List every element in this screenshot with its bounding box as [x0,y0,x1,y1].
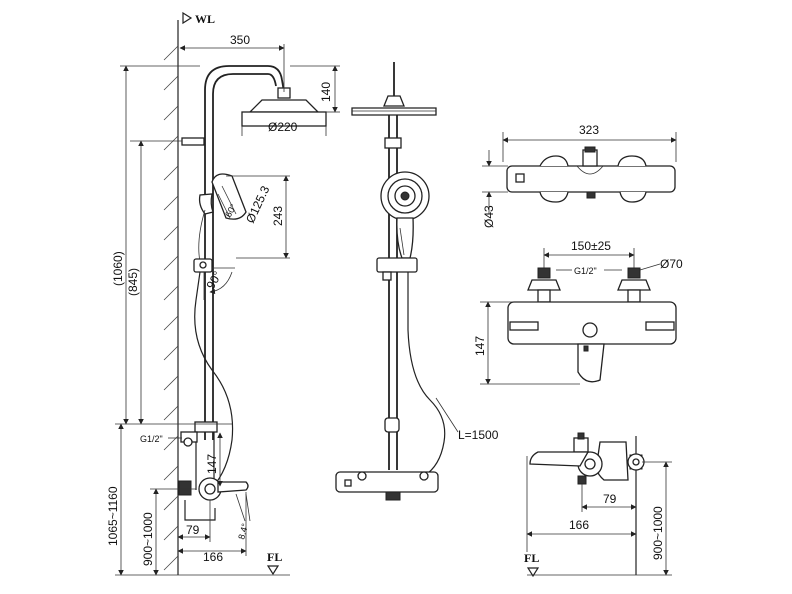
front-view: L=1500 [335,62,499,501]
dim-rail-height: (845) [126,268,140,296]
dim-hand-shower-height: 243 [271,206,285,226]
front-hose [407,272,446,477]
dim-arm-length: 350 [230,33,250,47]
floor-level-label-left: FL [267,550,282,564]
dim-wall-offset: 79 [186,523,200,537]
dim-spout-mounting-height: 900~1000 [651,506,665,560]
mixer-front-diverter [582,322,598,338]
floor-level-label-right: FL [524,551,539,565]
mixer-top-view: 323 Ø43 [482,123,677,228]
mixer-front-right-escutcheon [617,279,651,291]
front-hand-shower [380,171,430,259]
dim-mixer-to-floor: 900~1000 [141,512,155,566]
hand-shower-handle [198,209,206,263]
thermostatic-mixer-side [178,421,249,521]
dim-spout-reach: 166 [203,550,223,564]
front-thermostatic-mixer [335,471,439,501]
dim-total-height: (1060) [111,251,125,286]
dim-arm-height: 140 [319,82,333,102]
mixer-top-body [506,165,676,193]
dim-inlet-centers: 150±25 [571,239,611,253]
wall-bracket [181,137,205,146]
front-slider [376,257,418,273]
wall-level-icon [182,11,193,25]
mixer-front-spout [577,343,605,383]
wall-level-label: WL [195,12,215,26]
inlet-thread-label: G1/2" [140,434,163,444]
mixer-front-view: 150±25 G1/2" Ø70 147 [473,239,683,385]
mixer-top-right-knob [617,155,647,167]
dim-mixer-front-height: 147 [473,336,487,356]
dim-spout-angle: 8.4° [236,522,250,541]
dim-escutcheon: Ø70 [660,257,683,271]
dim-spout-side-reach: 166 [569,518,589,532]
shower-column [204,65,285,440]
dim-mixer-height: 147 [205,454,219,474]
hand-shower [198,173,247,220]
floor-level-icon-right [526,567,540,578]
dim-head-diameter: Ø220 [268,120,298,134]
dim-mixer-width: 323 [579,123,599,137]
wall-hatching [163,45,179,571]
dim-spout-wall-offset: 79 [603,492,617,506]
floor-level-icon-left [266,565,280,576]
shower-hose [194,271,234,489]
mixer-front-left-escutcheon [527,279,561,291]
dim-mixer-depth: Ø43 [482,205,496,228]
side-view: WL [106,11,340,576]
dim-mounting-height: 1065~1160 [106,486,120,546]
mixer-thread-label: G1/2" [574,266,597,276]
mixer-top-left-knob [539,155,569,167]
spout-side-view: 79 166 900~1000 FL [524,432,672,578]
dim-hand-shower-diameter: Ø125.3 [243,183,272,225]
spout-side-spout [529,451,590,467]
hose-length-label: L=1500 [458,428,499,442]
front-overhead-head [351,107,437,116]
shower-column-inner [212,73,277,440]
